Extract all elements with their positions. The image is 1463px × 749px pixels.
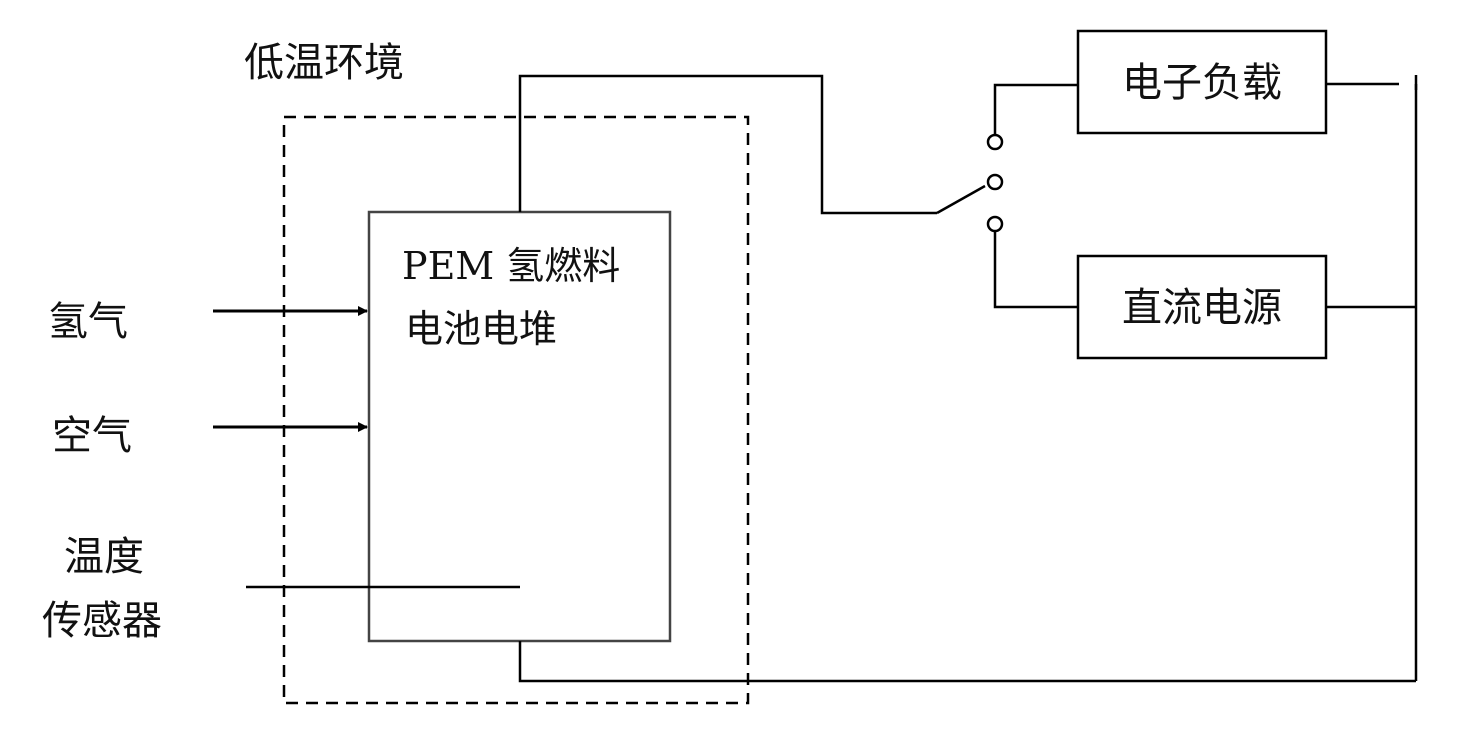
stack-label-line2: 电池电堆 (405, 307, 557, 351)
switch-contact-middle (986, 173, 1004, 191)
stack-top-wire (518, 74, 937, 215)
electronic-load-box (1076, 29, 1328, 135)
dc-supply-wire (993, 231, 1078, 309)
load-wire (993, 83, 1078, 135)
temp-sensor-label-line1: 温度 (64, 534, 144, 580)
temp-sensor-label-line2: 传感器 (42, 598, 162, 644)
stack-label-line1: PEM 氢燃料 (402, 244, 620, 288)
air-label: 空气 (52, 413, 132, 459)
stack-bottom-wire (518, 641, 1416, 683)
low-temp-environment-boundary (282, 115, 750, 705)
switch-blade (936, 184, 986, 215)
switch-contact-top (986, 133, 1004, 151)
hydrogen-label: 氢气 (48, 299, 128, 345)
dc-supply-label: 直流电源 (1122, 285, 1282, 331)
environment-label: 低温环境 (244, 40, 404, 86)
electronic-load-label: 电子负载 (1122, 60, 1282, 106)
switch-contact-bottom (986, 215, 1004, 233)
